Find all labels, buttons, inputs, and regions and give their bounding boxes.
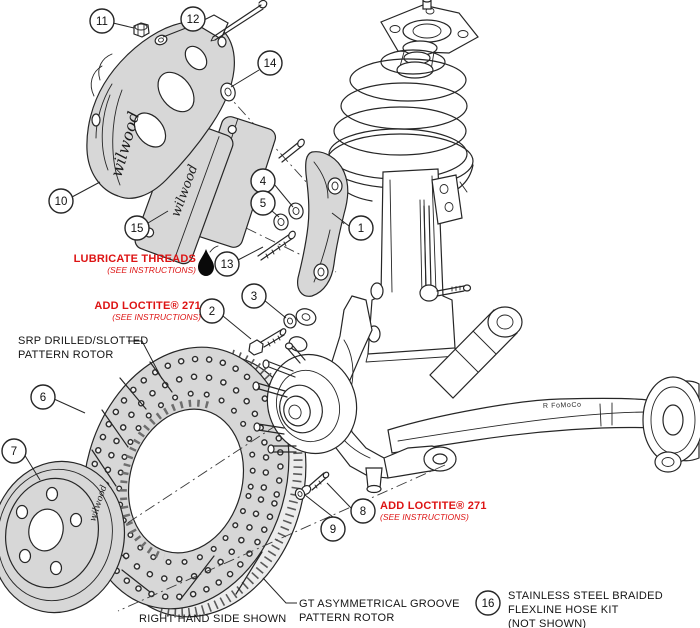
- brake-pads: wilwood: [134, 116, 277, 265]
- svg-text:14: 14: [264, 58, 277, 70]
- ball-joint: [365, 467, 383, 494]
- callout-13: 13: [214, 251, 240, 277]
- svg-text:1: 1: [358, 223, 364, 235]
- svg-text:RIGHT HAND SIDE SHOWN: RIGHT HAND SIDE SHOWN: [139, 613, 286, 625]
- rotor-hat: wilwood: [0, 460, 126, 614]
- label-right-hand-side: RIGHT HAND SIDE SHOWN: [139, 613, 286, 625]
- axis-rotor-bolts: [117, 464, 446, 612]
- tie-rod-arm: [383, 445, 457, 479]
- svg-text:5: 5: [260, 198, 266, 210]
- svg-text:3: 3: [251, 291, 257, 303]
- mount-washer-upper: [220, 82, 236, 102]
- hat-center-bore: [28, 508, 64, 552]
- svg-text:16: 16: [482, 598, 495, 610]
- brake-rotor: [82, 346, 307, 618]
- callout-1: 1: [348, 215, 374, 241]
- wheel-hub: [252, 342, 358, 455]
- rotor-center-opening: [127, 408, 245, 554]
- label-flexline-hose-kit: STAINLESS STEEL BRAIDED FLEXLINE HOSE KI…: [508, 590, 663, 628]
- callout-3: 3: [241, 283, 267, 309]
- svg-text:6: 6: [40, 392, 46, 404]
- strut-side-bracket: [431, 174, 463, 225]
- svg-text:7: 7: [11, 446, 17, 458]
- callout-11: 11: [89, 8, 115, 34]
- tension-strut-arm: [429, 306, 523, 399]
- svg-text:2: 2: [209, 306, 215, 318]
- svg-text:FLEXLINE HOSE KIT: FLEXLINE HOSE KIT: [508, 604, 619, 616]
- lower-control-arm: R FoMoCo: [387, 376, 700, 473]
- svg-text:SRP DRILLED/SLOTTED: SRP DRILLED/SLOTTED: [18, 335, 148, 347]
- callout-10: 10: [48, 188, 74, 214]
- strut-bearing-stack: [396, 40, 438, 79]
- sway-bar-link: [419, 205, 472, 302]
- brake-caliper: wilwood: [86, 14, 235, 199]
- callout-6: 6: [30, 384, 56, 410]
- leader-srp-label: [128, 340, 163, 380]
- svg-text:(NOT SHOWN): (NOT SHOWN): [508, 618, 586, 628]
- caliper-bracket: [297, 151, 349, 297]
- hardware: [133, 0, 330, 500]
- callout-9: 9: [320, 516, 346, 542]
- svg-text:10: 10: [55, 196, 68, 208]
- callout-16: 16: [475, 590, 501, 616]
- hat-lug-holes: [15, 486, 83, 576]
- callout-8: 8: [350, 498, 376, 524]
- svg-text:9: 9: [330, 524, 336, 536]
- inlet-fitting: [217, 36, 227, 48]
- knuckle-bolt-upper: [248, 313, 297, 356]
- callout-leader-lines: [23, 22, 352, 604]
- label-gt-rotor: GT ASYMMETRICAL GROOVE PATTERN ROTOR: [299, 598, 460, 624]
- label-lubricate-threads: LUBRICATE THREADS (SEE INSTRUCTIONS): [74, 245, 219, 276]
- callout-4: 4: [250, 168, 276, 194]
- svg-text:(SEE INSTRUCTIONS): (SEE INSTRUCTIONS): [112, 312, 201, 322]
- text-labels: SRP DRILLED/SLOTTED PATTERN ROTOR LUBRIC…: [18, 245, 663, 628]
- leader-gt-label: [262, 577, 297, 604]
- svg-text:13: 13: [221, 259, 234, 271]
- rotor-drill-holes: [88, 355, 284, 601]
- callout-15: 15: [124, 215, 150, 241]
- svg-text:ADD LOCTITE® 271: ADD LOCTITE® 271: [380, 500, 487, 512]
- callout-7: 7: [1, 438, 27, 464]
- svg-text:PATTERN ROTOR: PATTERN ROTOR: [299, 612, 395, 624]
- wheel-studs: [252, 342, 306, 454]
- svg-text:PATTERN ROTOR: PATTERN ROTOR: [18, 349, 114, 361]
- control-arm-marking: R FoMoCo: [543, 402, 582, 410]
- label-loctite-lower: ADD LOCTITE® 271 (SEE INSTRUCTIONS): [380, 500, 487, 522]
- callout-2: 2: [199, 298, 225, 324]
- svg-text:GT ASYMMETRICAL GROOVE: GT ASYMMETRICAL GROOVE: [299, 598, 460, 610]
- callouts: 1 2 3 4 5 6 7 8 9 10 11 12 13 14 15 16: [1, 6, 501, 616]
- rotor-bolt-lower: [294, 471, 330, 500]
- oil-drop-tail: [209, 245, 219, 253]
- svg-text:(SEE INSTRUCTIONS): (SEE INSTRUCTIONS): [107, 265, 196, 275]
- svg-text:11: 11: [96, 16, 108, 28]
- oil-drop-icon: [198, 249, 214, 276]
- caliper-mount-bolts: [257, 138, 305, 261]
- label-srp-rotor: SRP DRILLED/SLOTTED PATTERN ROTOR: [18, 335, 148, 361]
- svg-text:15: 15: [131, 223, 144, 235]
- svg-text:LUBRICATE THREADS: LUBRICATE THREADS: [74, 253, 196, 265]
- strut-assembly: [326, 0, 479, 363]
- svg-text:8: 8: [360, 506, 366, 518]
- bleed-screw: [91, 113, 101, 127]
- label-loctite-upper: ADD LOCTITE® 271 (SEE INSTRUCTIONS): [94, 300, 201, 322]
- callout-14: 14: [257, 50, 283, 76]
- svg-text:4: 4: [260, 176, 267, 188]
- callout-5: 5: [250, 190, 276, 216]
- pad-retaining-pin: [210, 0, 268, 42]
- caliper-crossover-tube: [90, 53, 113, 97]
- strut-top-mount: [380, 0, 479, 54]
- svg-text:ADD LOCTITE® 271: ADD LOCTITE® 271: [94, 300, 201, 312]
- svg-text:12: 12: [187, 14, 200, 26]
- retainer-nut: [133, 22, 150, 38]
- pin-washer: [154, 34, 168, 46]
- control-arm-bushing: [642, 376, 700, 473]
- svg-text:(SEE INSTRUCTIONS): (SEE INSTRUCTIONS): [380, 512, 469, 522]
- callout-12: 12: [180, 6, 206, 32]
- svg-text:STAINLESS STEEL BRAIDED: STAINLESS STEEL BRAIDED: [508, 590, 663, 602]
- bracket-washers: [273, 202, 304, 231]
